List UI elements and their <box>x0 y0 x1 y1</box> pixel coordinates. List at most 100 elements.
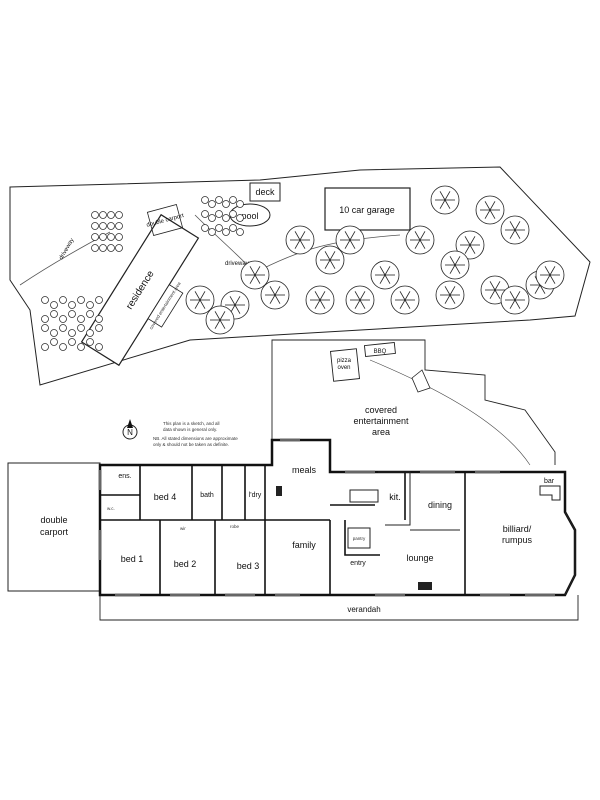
shrub-symbol <box>115 211 123 219</box>
shrub-symbol <box>91 244 99 252</box>
shrub-symbol <box>236 214 244 222</box>
shrub-symbol <box>99 211 107 219</box>
tree-symbol <box>305 285 335 315</box>
room-billiard-label-2: rumpus <box>502 535 533 545</box>
room-entry-label: entry <box>350 560 366 567</box>
shrub-symbol <box>236 200 244 208</box>
shrub-symbol <box>86 329 94 337</box>
tree-symbol <box>185 285 215 315</box>
tree-symbol <box>535 260 565 290</box>
tree-symbol <box>240 260 270 290</box>
interior-walls <box>100 465 466 595</box>
shrub-symbol <box>91 222 99 230</box>
shrub-symbol <box>99 244 107 252</box>
shrub-symbol <box>229 224 237 232</box>
shrub-symbol <box>86 310 94 318</box>
carport-outline <box>7 462 101 592</box>
shrub-symbol <box>222 214 230 222</box>
room-robe-label: robe <box>230 524 240 529</box>
bbq-outline <box>363 341 396 358</box>
room-wc-label: w.c. <box>107 506 115 511</box>
north-label: N <box>127 428 133 437</box>
kitchen-bench <box>378 471 411 526</box>
shrub-symbol <box>208 200 216 208</box>
room-ens-label: ens. <box>118 473 131 480</box>
room-bed3-label: bed 3 <box>237 561 260 571</box>
shrub-symbol <box>68 301 76 309</box>
shrub-symbol <box>77 296 85 304</box>
disclaimer-note: This plan is a sketch, and all data show… <box>153 421 238 447</box>
shrub-symbol <box>50 338 58 346</box>
shrub-symbol <box>215 224 223 232</box>
tree-symbol <box>500 215 530 245</box>
pantry-box <box>347 527 371 549</box>
shrub-symbol <box>99 233 107 241</box>
shrub-symbol <box>95 343 103 351</box>
shrub-symbol <box>86 338 94 346</box>
room-family-label: family <box>292 540 316 550</box>
deck-label: deck <box>255 187 275 197</box>
disclaimer-line-2: data shown is general only. <box>163 427 217 432</box>
shrub-symbol <box>236 228 244 236</box>
shrub-symbol <box>107 211 115 219</box>
tree-symbol <box>430 185 460 215</box>
outdoor-fixture <box>411 369 431 393</box>
shrub-symbol <box>107 244 115 252</box>
shrub-symbol <box>229 210 237 218</box>
tree-symbol <box>370 260 400 290</box>
shrub-symbol <box>201 224 209 232</box>
shrub-symbol <box>68 310 76 318</box>
room-pantry-label: pantry <box>353 536 366 541</box>
windows <box>98 438 555 597</box>
room-ldry-label: l'dry <box>249 492 262 499</box>
site-carport-outline <box>146 204 184 236</box>
shrub-symbol <box>77 343 85 351</box>
tree-symbol <box>205 305 235 335</box>
kitchen-island <box>349 489 379 503</box>
shrub-symbol <box>41 315 49 323</box>
shrub-symbol <box>208 214 216 222</box>
shrub-symbol <box>68 338 76 346</box>
covered-area-label-1: covered <box>365 405 397 415</box>
shrub-symbol <box>59 296 67 304</box>
tree-symbol <box>435 280 465 310</box>
shrub-symbol <box>215 210 223 218</box>
tree-symbol <box>260 280 290 310</box>
shrub-symbol <box>59 324 67 332</box>
bar-counter <box>539 485 561 501</box>
disclaimer-line-3: NB. All stated dimensions are approximat… <box>153 436 238 441</box>
shrub-symbol <box>229 196 237 204</box>
site-plan: deck pool 10 car garage residence covere… <box>9 166 591 386</box>
floor-plan: pizza oven BBQ covered entertainment are… <box>7 339 579 621</box>
pizza-oven-label-1: pizza <box>337 358 352 364</box>
site-shrubs <box>41 196 244 351</box>
lot-boundary <box>9 166 591 386</box>
pizza-oven-outline <box>330 348 360 382</box>
garage-label: 10 car garage <box>339 205 395 215</box>
residence-covered-area-outline <box>147 284 184 328</box>
site-driveway-left-label: driveway <box>59 237 76 261</box>
room-wir-label: wir <box>180 526 186 531</box>
tree-symbol <box>455 230 485 260</box>
covered-area-outline <box>271 339 556 465</box>
shrub-symbol <box>50 329 58 337</box>
tree-symbol <box>285 225 315 255</box>
shrub-symbol <box>91 211 99 219</box>
shrub-symbol <box>208 228 216 236</box>
kitchen-appliance <box>276 486 282 496</box>
pizza-oven-label-2: oven <box>337 365 350 371</box>
room-lounge-label: lounge <box>406 553 433 563</box>
shrub-symbol <box>115 233 123 241</box>
shrub-symbol <box>107 233 115 241</box>
shrub-symbol <box>77 315 85 323</box>
room-bath-label: bath <box>200 492 214 499</box>
shrub-symbol <box>41 296 49 304</box>
covered-area-arc <box>369 359 531 466</box>
deck-outline <box>249 182 281 202</box>
shrub-symbol <box>41 343 49 351</box>
shrub-symbol <box>86 301 94 309</box>
carport-label-2: carport <box>40 527 69 537</box>
shrub-symbol <box>50 301 58 309</box>
tree-symbol <box>440 250 470 280</box>
